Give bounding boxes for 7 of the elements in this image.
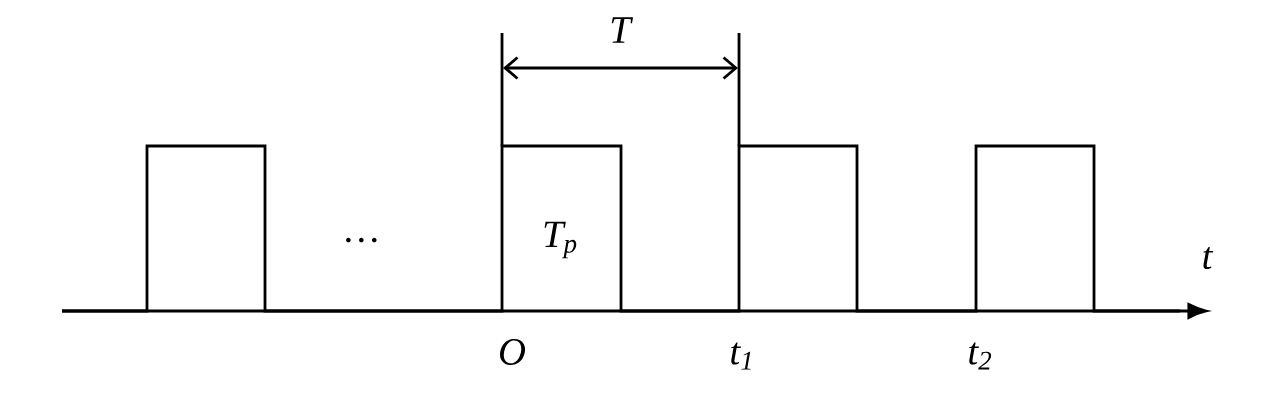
pulse-width-label: T$_{p}$ (544, 221, 577, 259)
axis-label: t (1203, 246, 1214, 270)
tick-label: t$_{1}$ (731, 342, 751, 370)
tick-label: t$_{2}$ (969, 342, 992, 370)
dimension-label: T (611, 17, 634, 43)
origin-label: O (500, 339, 526, 365)
ellipsis: … (346, 237, 377, 243)
